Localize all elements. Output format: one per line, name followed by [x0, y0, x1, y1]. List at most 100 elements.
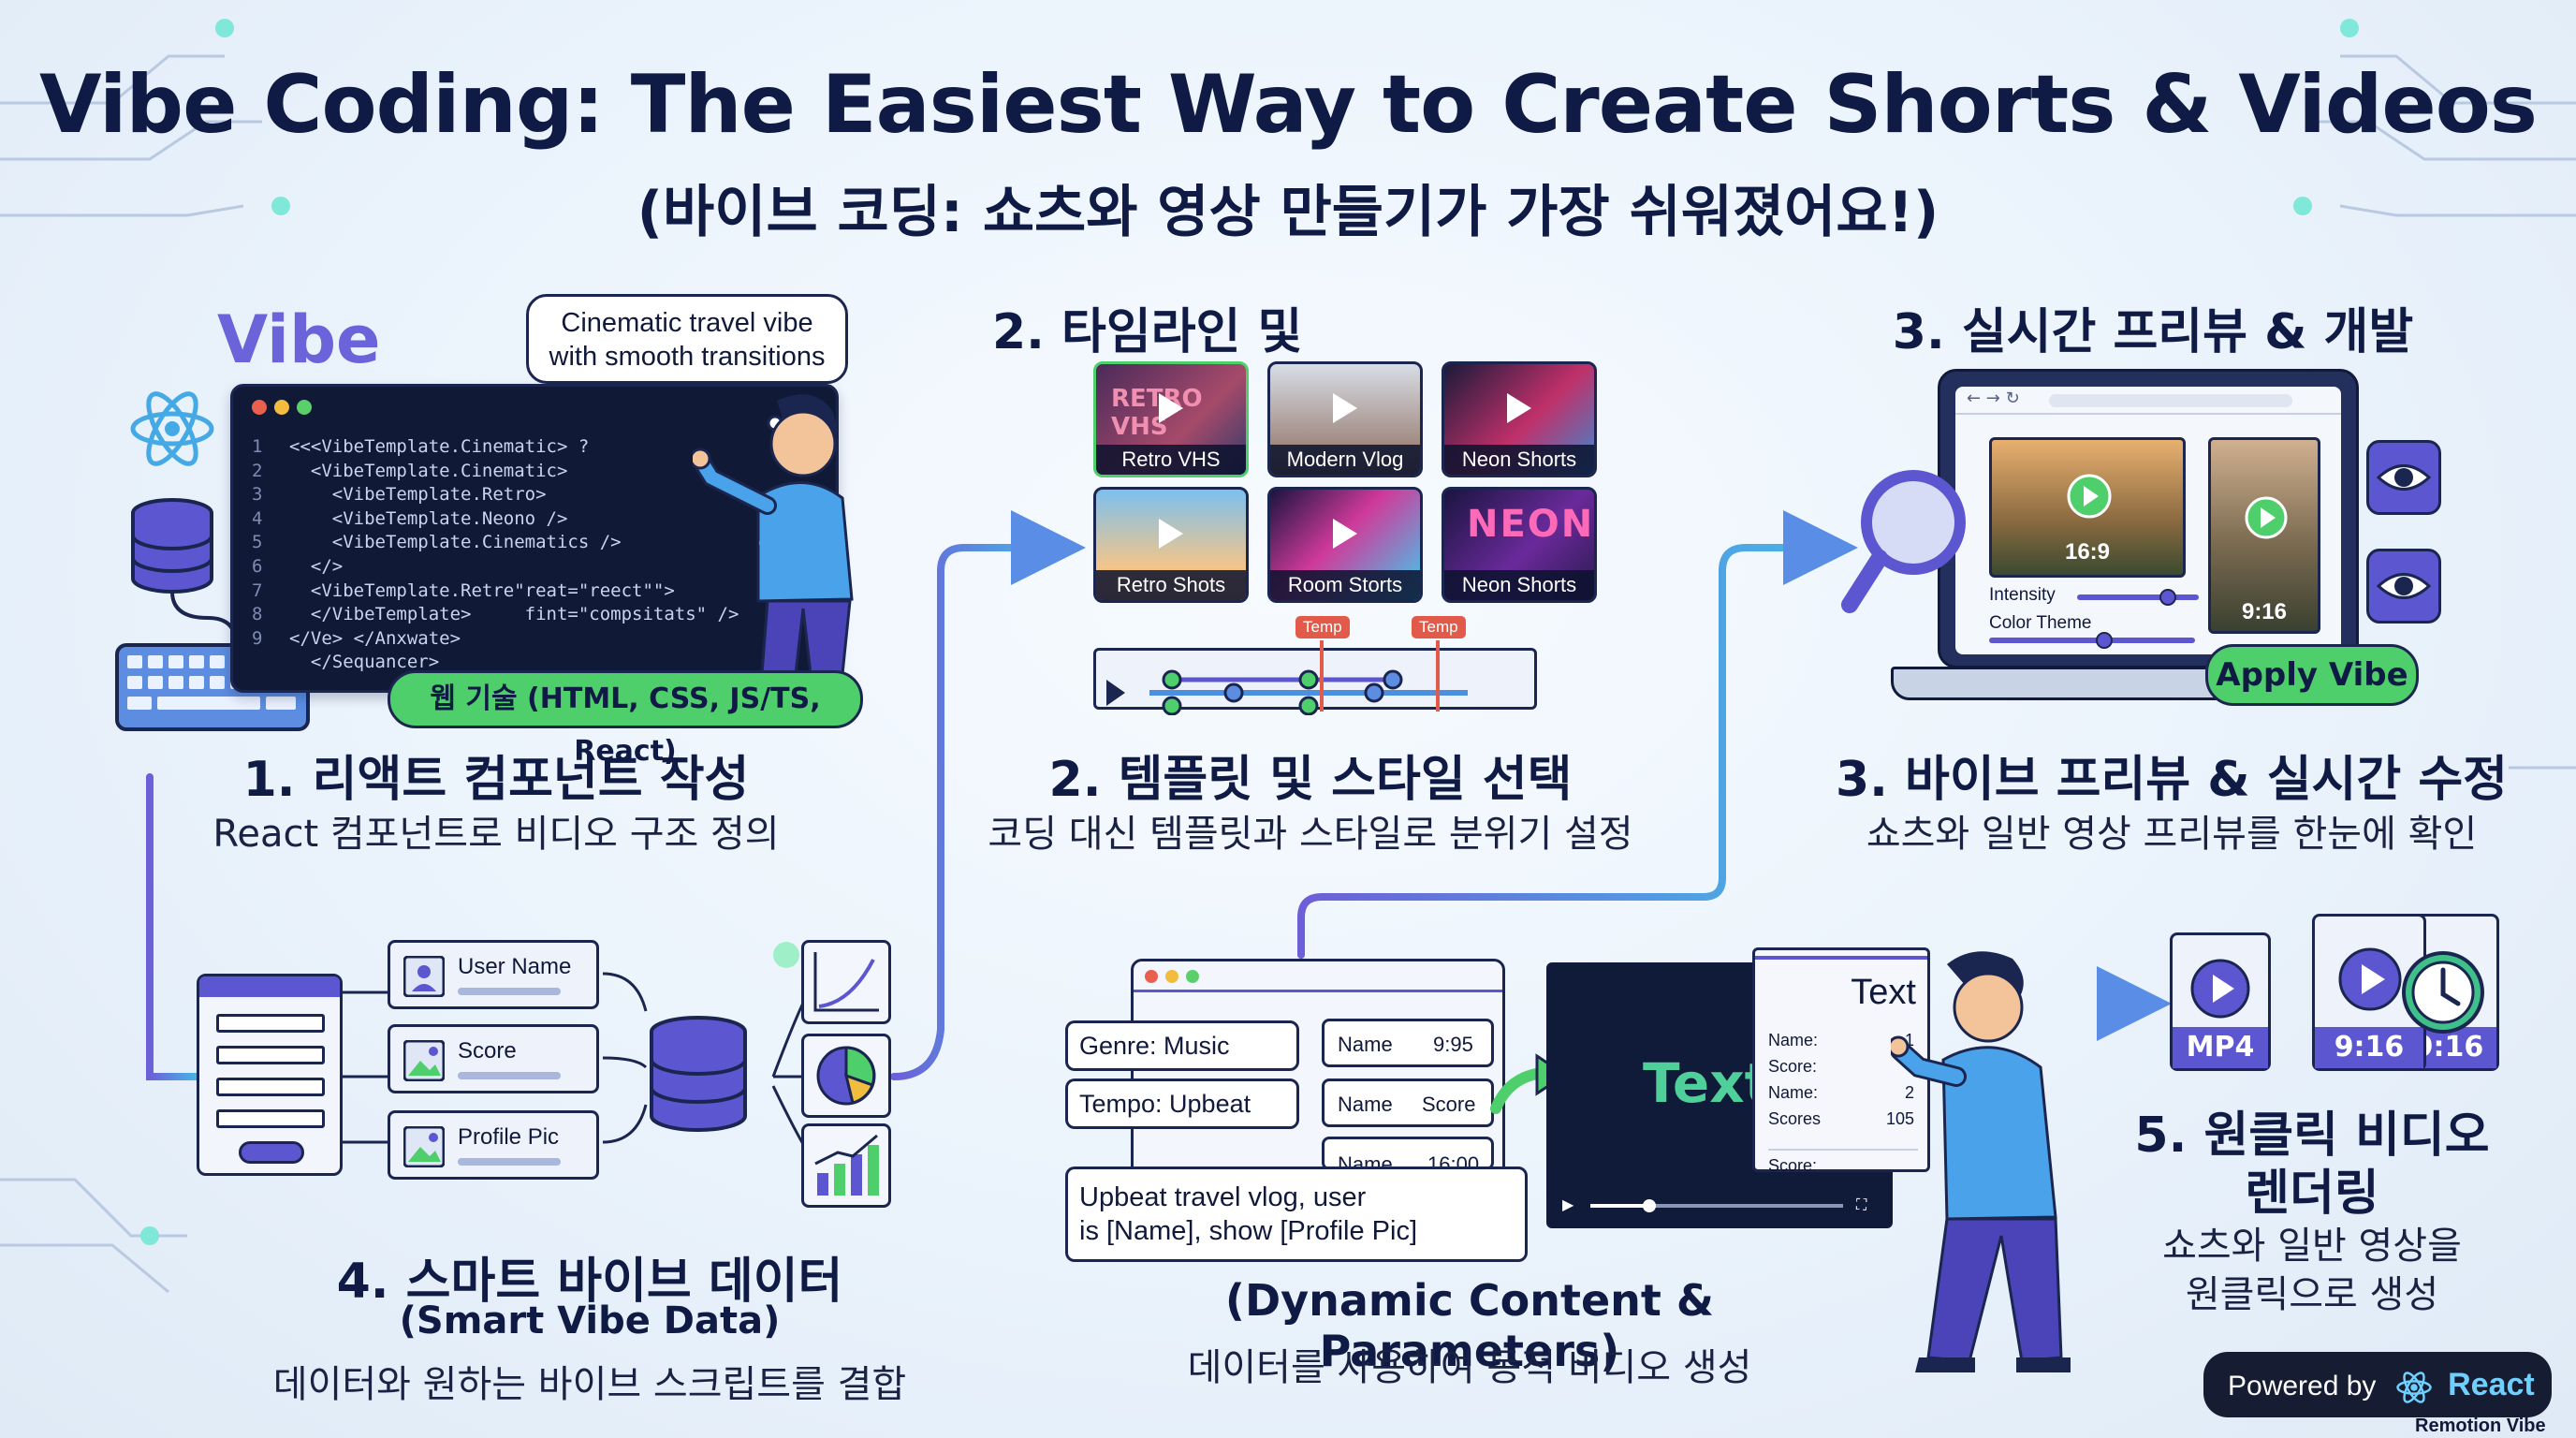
form-field-1[interactable] — [216, 1014, 325, 1033]
field-user-name[interactable]: User Name — [388, 940, 599, 1009]
close-dot — [252, 400, 267, 415]
code-line: 7 <VibeTemplate.Retre"reat="reect""> — [252, 580, 739, 604]
line-number: 9 — [252, 627, 263, 649]
step4-title: 4. 스마트 바이브 데이터 — [336, 1254, 843, 1310]
template-thumb-6[interactable]: NEON Neon Shorts — [1442, 487, 1597, 603]
speech-line-1: Cinematic travel vibe — [561, 308, 813, 338]
code-line: 2 <VibeTemplate.Cinematic> — [252, 460, 739, 484]
form-field-2[interactable] — [216, 1046, 325, 1064]
panel-row: Name:2 — [1768, 1083, 1918, 1109]
code-text: </VibeTemplate> fint="compsitats" /> — [289, 604, 739, 625]
form-field-4[interactable] — [216, 1109, 325, 1128]
code-line: 6 </> — [252, 555, 739, 580]
code-lines: 1<<<VibeTemplate.Cinematic> ?2 <VibeTemp… — [252, 435, 739, 675]
form-card — [197, 974, 343, 1176]
step2-subtitle: 코딩 대신 템플릿과 스타일로 분위기 설정 — [988, 813, 1633, 856]
browser-toolbar: ← → ↻ — [1955, 387, 2341, 415]
bar-chart-icon — [801, 1123, 891, 1208]
play-circle-icon — [2190, 959, 2250, 1019]
field-score[interactable]: Score — [388, 1024, 599, 1093]
step3-heading: 3. 실시간 프리뷰 & 개발 — [1892, 304, 2414, 360]
minimize-dot — [1165, 970, 1178, 983]
form-field-3[interactable] — [216, 1078, 325, 1096]
step2-title: 2. 템플릿 및 스타일 선택 — [1048, 752, 1573, 808]
apply-vibe-button[interactable]: Apply Vibe — [2205, 644, 2419, 706]
tall-preview[interactable]: 9:16 — [2208, 437, 2320, 634]
step5-subtitle-1: 쇼츠와 일반 영상을 — [2162, 1225, 2462, 1268]
code-line: 5 <VibeTemplate.Cinematics /> — [252, 531, 739, 555]
play-circle-icon — [2338, 947, 2402, 1011]
chip-tempo[interactable]: Tempo: Upbeat — [1065, 1078, 1299, 1129]
code-text: </Ve> </Anxwate> — [289, 627, 461, 649]
line-number: 2 — [252, 460, 263, 481]
table-row-1: Name 9:95 — [1322, 1019, 1494, 1067]
slider-color-thumb[interactable] — [2096, 632, 2113, 649]
slider-intensity-thumb[interactable] — [2159, 589, 2176, 606]
step2-heading: 2. 타임라인 및 — [992, 304, 1303, 360]
template-thumb-1[interactable]: RETRO VHS Retro VHS — [1093, 361, 1249, 477]
address-bar[interactable] — [2049, 394, 2292, 407]
line-number: 6 — [252, 555, 263, 577]
mp4-file-icon[interactable]: MP4 — [2170, 932, 2271, 1071]
field-profile-pic[interactable]: Profile Pic — [388, 1110, 599, 1180]
remotion-text: Remotion Vibe — [2415, 1416, 2546, 1436]
speech-bubble: Cinematic travel vibe with smooth transi… — [526, 294, 848, 384]
powered-by-badge: Powered by React — [2203, 1352, 2552, 1417]
chip-genre[interactable]: Genre: Music Video — [1065, 1020, 1299, 1105]
retro-overlay-text: RETRO VHS — [1111, 385, 1203, 441]
form-submit-button[interactable] — [239, 1141, 304, 1164]
nav-arrows-icon[interactable]: ← → ↻ — [1967, 389, 2020, 408]
ratio-wide: 16:9 — [2064, 539, 2111, 565]
template-thumb-2[interactable]: Modern Vlog — [1267, 361, 1423, 477]
template-thumb-5[interactable]: Room Storts — [1267, 487, 1423, 603]
window-controls — [1145, 969, 1207, 987]
template-thumb-3[interactable]: Neon Shorts — [1442, 361, 1597, 477]
presenter-person-icon — [693, 394, 854, 674]
table-row-2: Name Score — [1322, 1078, 1494, 1127]
step1-title: 1. 리액트 컴포넌트 작성 — [242, 752, 750, 808]
template-label: Modern Vlog — [1270, 445, 1420, 475]
neon-overlay-text: NEON — [1467, 503, 1595, 546]
circuit-left — [0, 54, 262, 1294]
window-controls — [252, 400, 319, 418]
wide-preview[interactable]: 16:9 — [1989, 437, 2186, 578]
powered-by-text: Powered by — [2228, 1371, 2377, 1401]
timeline-play-icon — [1106, 680, 1125, 706]
eye-button-2[interactable] — [2366, 549, 2441, 624]
step3-subtitle: 쇼츠와 일반 영상 프리뷰를 한눈에 확인 — [1866, 813, 2478, 856]
code-text: <VibeTemplate.Cinematic> — [289, 460, 568, 481]
dynamic-subtitle: 데이터를 사용하여 동적 비디오 생성 — [1187, 1346, 1752, 1389]
play-icon — [1159, 393, 1183, 424]
code-line: 9 </Ve> </Anxwate> — [252, 627, 739, 652]
slider-color[interactable] — [1989, 638, 2195, 643]
close-dot — [1145, 970, 1158, 983]
eye-button-1[interactable] — [2366, 440, 2441, 515]
image-icon — [403, 1040, 445, 1081]
play-icon — [1333, 519, 1357, 550]
template-thumb-4[interactable]: Retro Shots — [1093, 487, 1249, 603]
react-icon — [2396, 1372, 2432, 1403]
template-label: Neon Shorts — [1444, 445, 1594, 475]
scrubber-track[interactable] — [1590, 1204, 1843, 1208]
window-divider — [1134, 990, 1502, 992]
template-label: Neon Shorts — [1444, 570, 1594, 600]
code-text: </> — [289, 555, 344, 577]
play-icon[interactable]: ▶ — [1562, 1196, 1574, 1213]
maximize-dot — [1186, 970, 1199, 983]
field-bar — [458, 988, 561, 995]
play-button-icon[interactable] — [2067, 474, 2112, 519]
prompt-line-1: Upbeat travel vlog, user — [1079, 1182, 1367, 1212]
video-controls[interactable]: ▶ ⛶ — [1562, 1196, 1871, 1214]
dynamic-title: (Dynamic Content & Parameters) — [1224, 1275, 1715, 1376]
scrubber-thumb[interactable] — [1643, 1199, 1656, 1212]
slider-intensity[interactable] — [2077, 594, 2199, 600]
fullscreen-icon[interactable]: ⛶ — [1856, 1196, 1867, 1213]
table-cell: Name — [1338, 1093, 1393, 1116]
field-bar — [458, 1072, 561, 1079]
play-button-icon[interactable] — [2245, 496, 2288, 539]
panel-key: Name: — [1768, 1083, 1819, 1102]
template-label: Retro VHS — [1096, 445, 1246, 475]
prompt-bubble[interactable]: Upbeat travel vlog, user is [Name], show… — [1065, 1167, 1528, 1262]
